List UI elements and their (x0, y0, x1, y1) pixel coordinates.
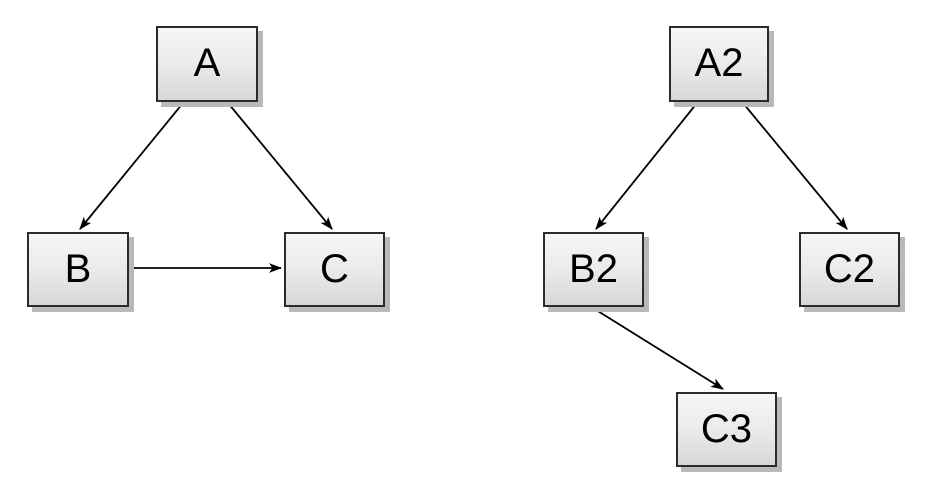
node-C3[interactable]: C3 (676, 392, 777, 467)
node-C2[interactable]: C2 (799, 232, 900, 307)
node-label-B2: B2 (569, 246, 618, 291)
node-A2[interactable]: A2 (669, 26, 769, 102)
edges-group (79, 102, 848, 390)
node-label-A: A (193, 41, 221, 85)
edge-A2-to-C2[interactable] (742, 102, 848, 230)
node-label-B: B (64, 246, 92, 291)
edge-A-to-B[interactable] (79, 102, 184, 230)
node-B[interactable]: B (27, 232, 129, 307)
node-label-C2: C2 (823, 246, 876, 291)
edge-B2-to-C3[interactable] (592, 307, 724, 390)
node-B2[interactable]: B2 (543, 232, 644, 307)
node-label-C: C (320, 246, 349, 291)
node-A[interactable]: A (156, 26, 258, 102)
node-label-C3: C3 (700, 406, 753, 451)
node-label-A2: A2 (694, 41, 744, 85)
edge-A2-to-B2[interactable] (595, 102, 698, 230)
node-C[interactable]: C (284, 232, 385, 307)
edge-A-to-C[interactable] (227, 102, 333, 230)
